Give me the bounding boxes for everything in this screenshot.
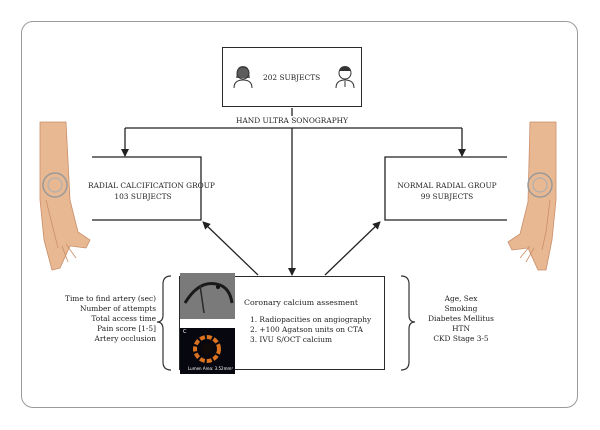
calcium-item-3: 3. IVU S/OCT calcium (250, 335, 332, 344)
male-avatar-icon (335, 66, 355, 88)
subjects-box: 202 SUBJECTS (222, 47, 362, 107)
left-hand-icon (39, 121, 91, 271)
figure-frame (21, 21, 578, 408)
oct-image: C Lumen Area: 3.52mm² (180, 328, 235, 374)
radial-calcification-title: RADIAL CALCIFICATION GROUP (88, 181, 215, 190)
risk-factor-item: CKD Stage 3-5 (433, 333, 489, 343)
normal-radial-title: NORMAL RADIAL GROUP (397, 181, 497, 190)
angiography-image (180, 273, 235, 319)
radial-calcification-count: 103 SUBJECTS (114, 192, 172, 201)
outcome-item: Pain score [1-5] (97, 323, 156, 333)
right-hand-icon (507, 121, 557, 271)
calcium-item-2: 2. +100 Agatson units on CTA (250, 325, 363, 334)
calcium-item-1: 1. Radiopacities on angiography (250, 315, 372, 324)
feedback-arrows (202, 221, 381, 276)
coronary-calcium-title: Coronary calcium assesment (244, 298, 359, 307)
risk-factor-item: Smoking (444, 303, 478, 313)
female-avatar-icon (233, 66, 253, 88)
outcome-item: Time to find artery (sec) (65, 294, 156, 303)
risk-factors-list: Age, Sex Smoking Diabetes Mellitus HTN C… (416, 294, 506, 344)
outcome-item: Artery occlusion (94, 333, 157, 343)
right-brace (400, 275, 416, 371)
risk-factor-item: HTN (452, 323, 470, 333)
risk-factor-item: Age, Sex (444, 294, 478, 303)
normal-radial-count: 99 SUBJECTS (420, 192, 474, 201)
oct-panel-letter: C (183, 329, 187, 335)
hand-ultrasonography-label: HAND ULTRA SONOGRAPHY (210, 116, 374, 126)
left-brace (156, 275, 172, 371)
subjects-label: 202 SUBJECTS (263, 73, 321, 82)
distribution-lines (121, 108, 466, 276)
outcomes-list: Time to find artery (sec) Number of atte… (60, 294, 156, 344)
oct-caption: Lumen Area: 3.52mm² (188, 366, 233, 371)
outcome-item: Number of attempts (80, 303, 156, 313)
outcome-item: Total access time (91, 313, 156, 323)
risk-factor-item: Diabetes Mellitus (428, 313, 494, 323)
